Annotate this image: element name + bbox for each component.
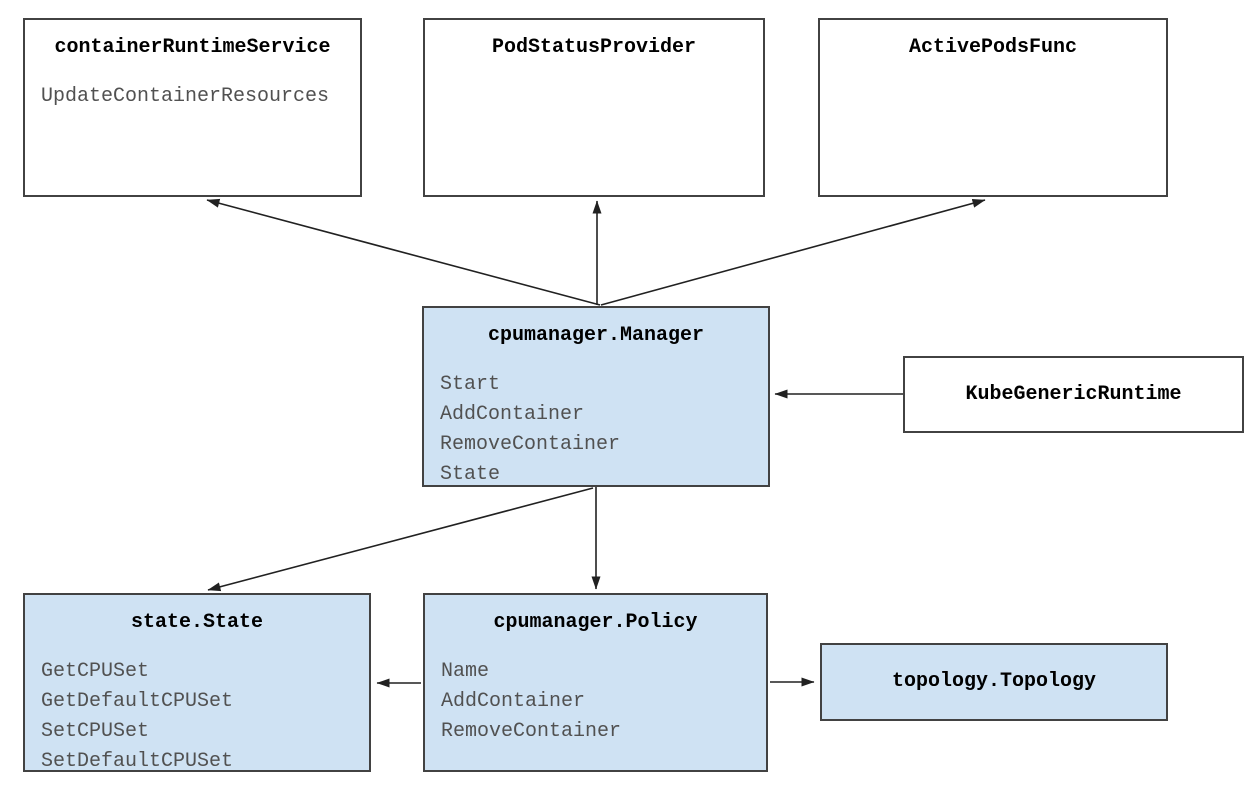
node-topology-topology: topology.Topology	[820, 643, 1168, 721]
method-label: Name	[441, 660, 490, 683]
edge-manager-to-container-runtime-service	[206, 198, 601, 306]
node-title: PodStatusProvider	[491, 36, 697, 59]
node-methods: Start AddContainer RemoveContainer State	[424, 370, 768, 490]
method-label: SetCPUSet	[41, 720, 150, 743]
method-label: AddContainer	[441, 690, 586, 713]
node-pod-status-provider: PodStatusProvider	[423, 18, 765, 197]
method-label: AddContainer	[440, 403, 585, 426]
node-methods: GetCPUSet GetDefaultCPUSet SetCPUSet Set…	[25, 657, 369, 777]
node-kube-generic-runtime: KubeGenericRuntime	[903, 356, 1244, 433]
node-methods: Name AddContainer RemoveContainer	[425, 657, 766, 747]
method-label: GetCPUSet	[41, 660, 150, 683]
method-label: SetDefaultCPUSet	[41, 750, 234, 773]
node-state-state: state.State GetCPUSet GetDefaultCPUSet S…	[23, 593, 371, 773]
method-label: GetDefaultCPUSet	[41, 690, 234, 713]
method-label: Start	[440, 373, 501, 396]
method-label: UpdateContainerResources	[41, 85, 330, 108]
node-title: KubeGenericRuntime	[965, 382, 1182, 406]
node-cpumanager-manager: cpumanager.Manager Start AddContainer Re…	[422, 306, 770, 487]
node-title: cpumanager.Manager	[487, 324, 705, 347]
node-title: ActivePodsFunc	[908, 36, 1078, 59]
node-title: containerRuntimeService	[54, 36, 331, 59]
method-label: RemoveContainer	[440, 433, 621, 456]
edge-manager-to-state-state	[207, 487, 594, 592]
node-title: state.State	[130, 611, 264, 634]
node-title: topology.Topology	[891, 670, 1097, 693]
node-methods: UpdateContainerResources	[25, 82, 360, 112]
method-label: State	[440, 463, 501, 486]
edge-manager-to-active-pods-func	[600, 198, 986, 306]
node-active-pods-func: ActivePodsFunc	[818, 18, 1168, 197]
node-container-runtime-service: containerRuntimeService UpdateContainerR…	[23, 18, 362, 197]
node-title: cpumanager.Policy	[493, 611, 698, 634]
node-cpumanager-policy: cpumanager.Policy Name AddContainer Remo…	[423, 593, 768, 772]
method-label: RemoveContainer	[441, 720, 622, 743]
